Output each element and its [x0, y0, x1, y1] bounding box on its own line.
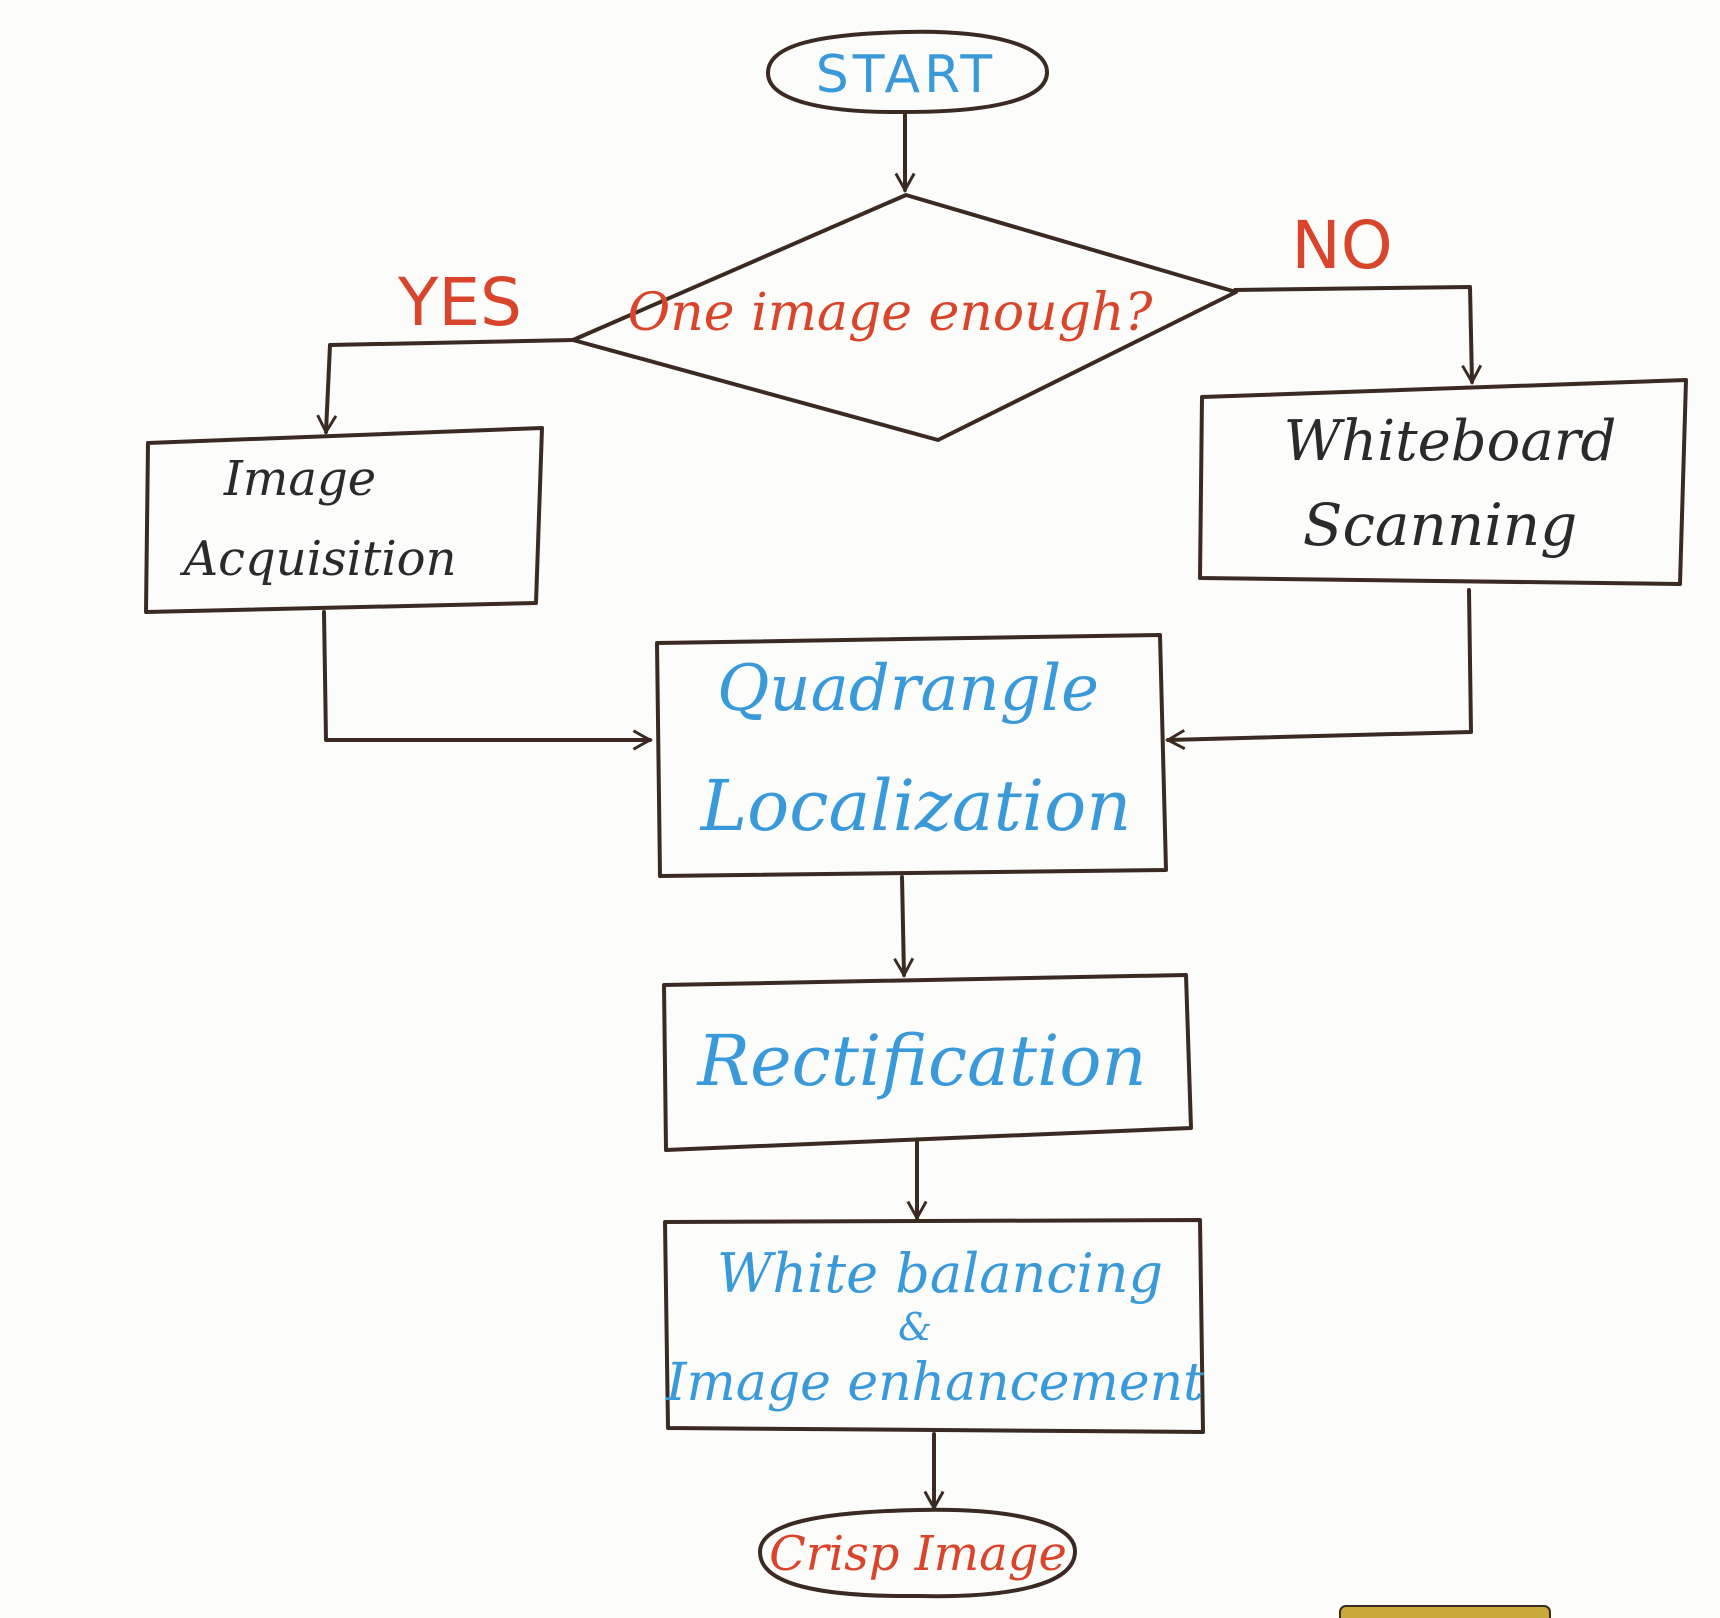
start-terminal — [766, 29, 1050, 115]
scanning-box — [1198, 378, 1688, 586]
quadrangle-box — [655, 633, 1168, 878]
edge-quadrangle-to-rectification — [893, 875, 915, 979]
acquisition-label-line1: Image — [223, 451, 376, 507]
acquisition-box — [144, 426, 544, 614]
acquisition-label-line2: Acquisition — [180, 531, 457, 587]
edge-no-to-scanning — [1233, 285, 1483, 386]
corner-sticker — [1339, 1605, 1551, 1618]
yes-label: YES — [397, 264, 522, 341]
end-label: Crisp Image — [769, 1526, 1067, 1582]
edge-yes-to-acquisition — [316, 338, 575, 436]
start-label: START — [816, 45, 996, 105]
rectification-label: Rectification — [695, 1020, 1146, 1102]
scanning-label-line2: Scanning — [1303, 491, 1578, 559]
quadrangle-label-line1: Quadrangle — [717, 652, 1099, 726]
end-terminal — [758, 1507, 1078, 1599]
no-label: NO — [1291, 207, 1392, 284]
scanning-label-line1: Whiteboard — [1284, 409, 1617, 474]
edge-acquisition-to-quadrangle — [322, 610, 654, 751]
rectification-box — [662, 973, 1193, 1152]
balancing-label-line2: & — [898, 1305, 932, 1349]
decision-diamond — [571, 193, 1238, 442]
balancing-label-line1: White balancing — [717, 1242, 1163, 1305]
balancing-label-line3: Image enhancement — [665, 1353, 1204, 1413]
balancing-box — [663, 1218, 1205, 1434]
edge-scanning-to-quadrangle — [1164, 588, 1473, 751]
quadrangle-label-line2: Localization — [699, 765, 1132, 847]
decision-label: One image enough? — [628, 283, 1154, 343]
